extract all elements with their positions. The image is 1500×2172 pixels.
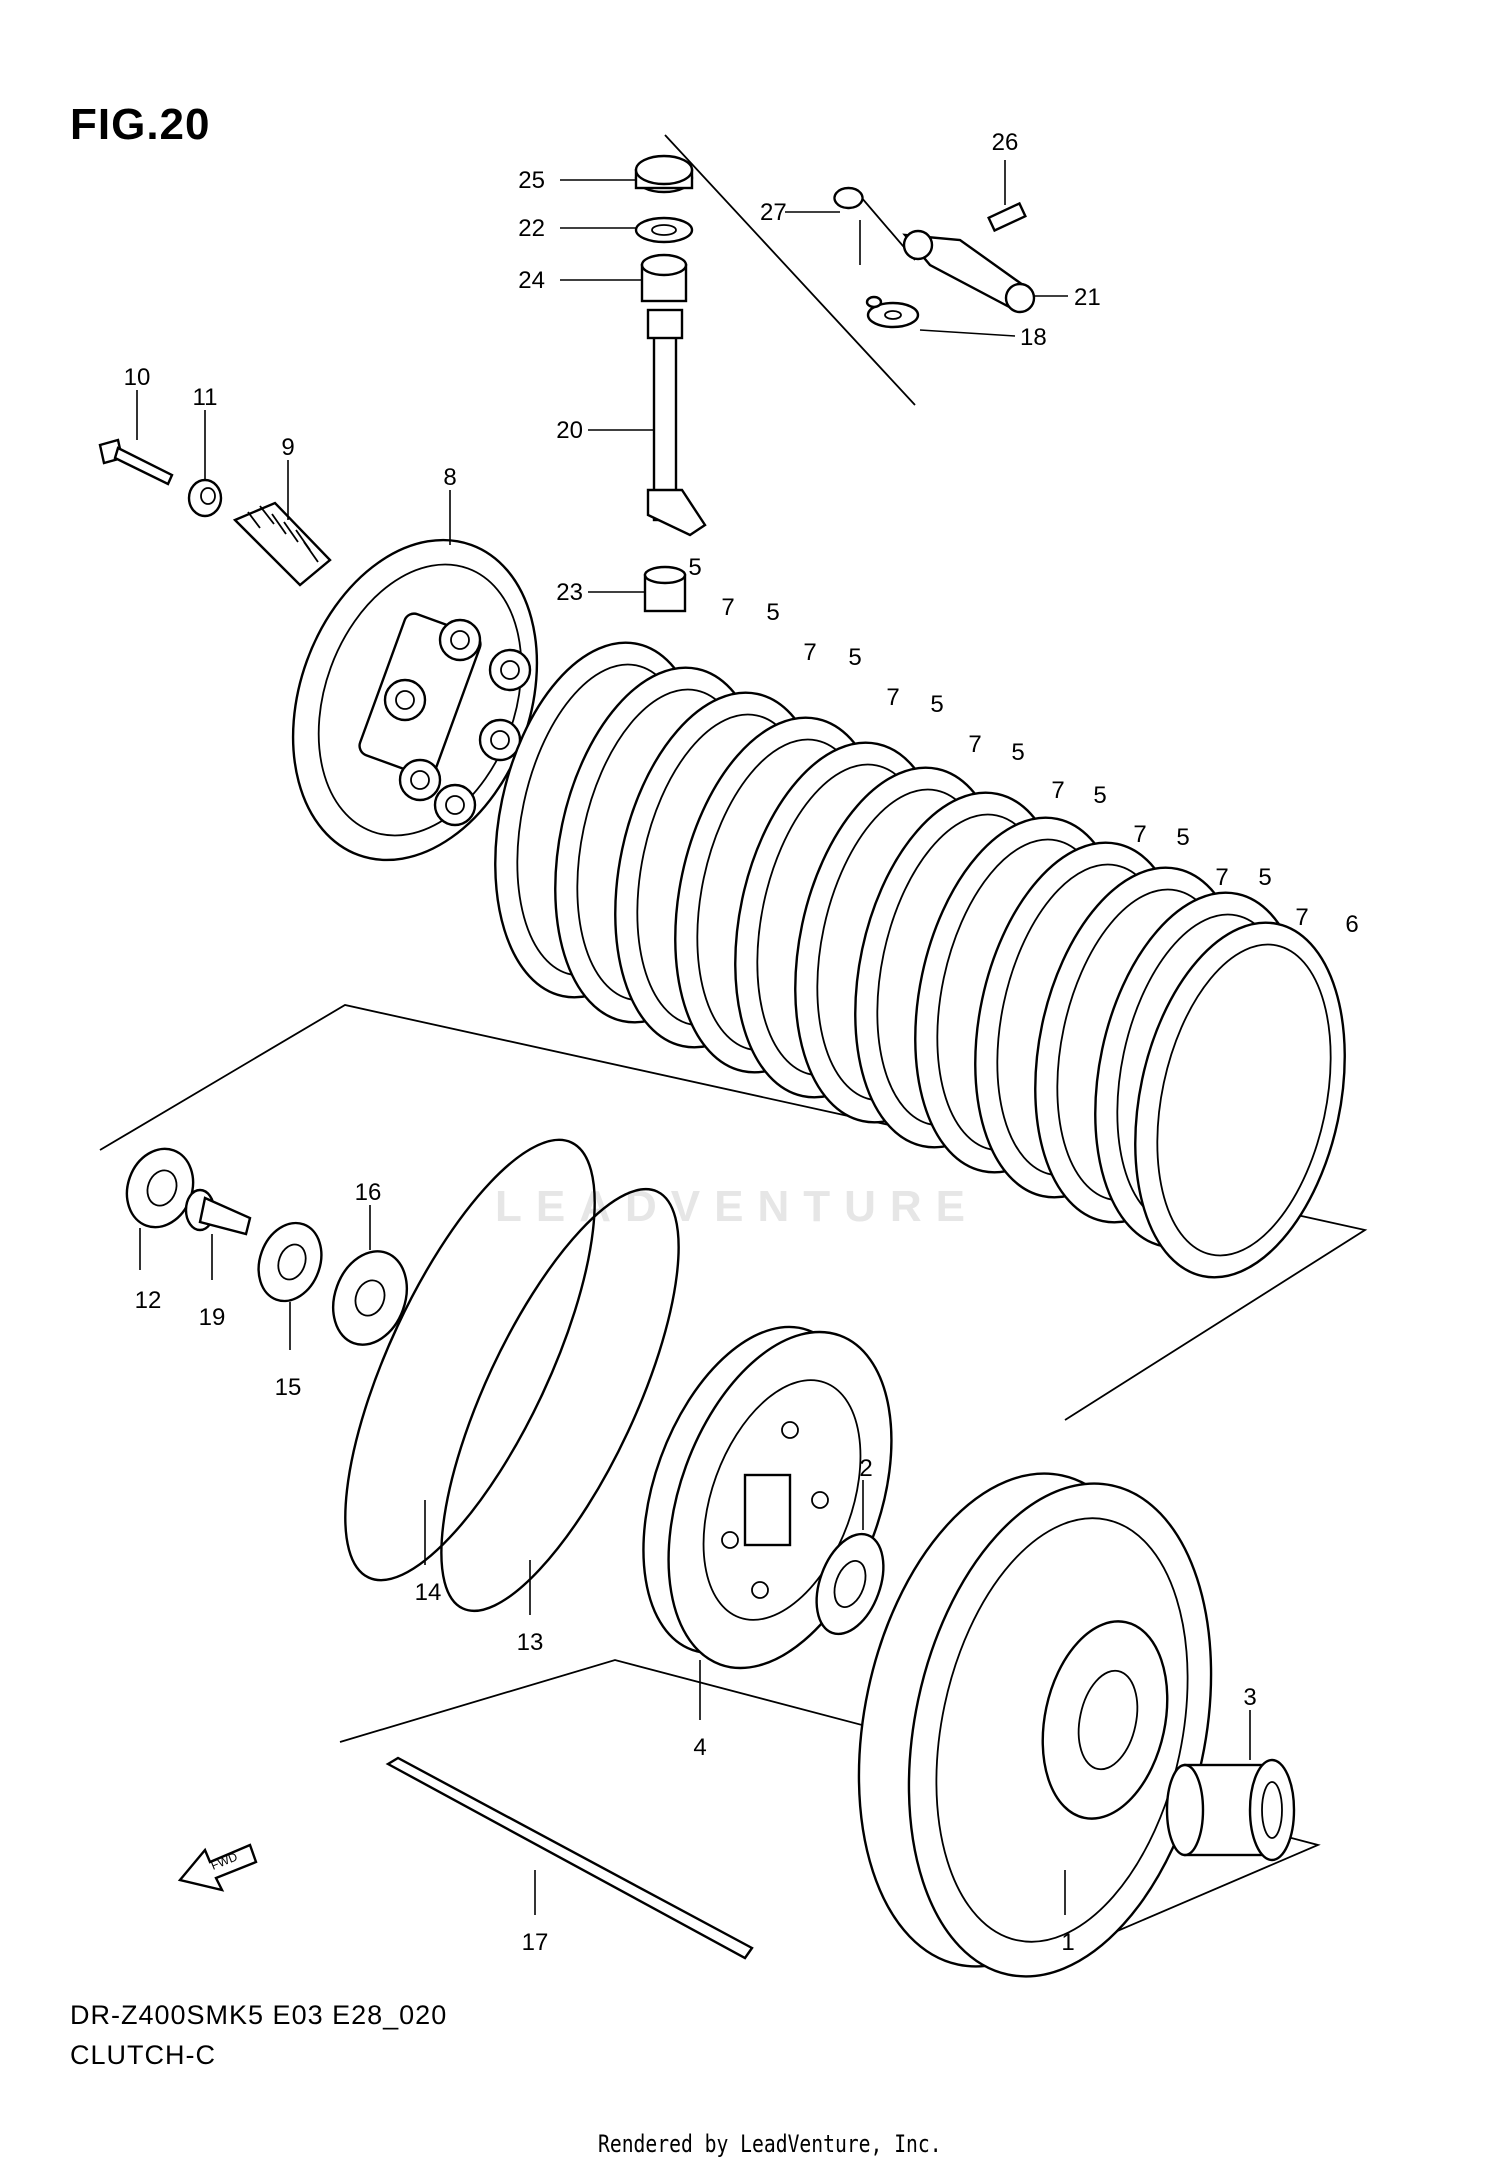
clutch-sleeve-hub: [642, 1325, 893, 1670]
callout-26: 26: [992, 129, 1019, 156]
callout-9: 9: [281, 434, 294, 461]
callout-7d: 7: [968, 731, 981, 758]
callout-5a: 5: [688, 554, 701, 581]
release-shaft-assembly: [634, 154, 707, 613]
callout-7h: 7: [1295, 904, 1308, 931]
callout-19: 19: [199, 1304, 226, 1331]
callout-7f: 7: [1133, 821, 1146, 848]
clutch-push-rod: [385, 1756, 754, 1960]
o-rings: [344, 1138, 680, 1613]
callout-leaders: [136, 160, 1251, 1915]
callout-2: 2: [859, 1455, 872, 1482]
callout-23: 23: [556, 579, 583, 606]
callout-21: 21: [1074, 284, 1101, 311]
footer-credit: Rendered by LeadVenture, Inc.: [598, 2130, 942, 2158]
callout-1: 1: [1061, 1929, 1074, 1956]
callout-13: 13: [517, 1629, 544, 1656]
watermark-text: LEADVENTURE: [495, 1182, 980, 1231]
figure-title: FIG.20: [70, 100, 211, 149]
callout-27: 27: [760, 199, 787, 226]
callout-8: 8: [443, 464, 456, 491]
model-code: DR-Z400SMK5 E03 E28_020: [70, 2000, 448, 2030]
callout-12: 12: [135, 1287, 162, 1314]
section-name: CLUTCH-C: [70, 2040, 216, 2070]
callout-5f: 5: [1093, 782, 1106, 809]
callout-22: 22: [518, 215, 545, 242]
callout-5d: 5: [930, 691, 943, 718]
callout-5b: 5: [766, 599, 779, 626]
callout-7c: 7: [886, 684, 899, 711]
callout-7a: 7: [721, 594, 734, 621]
thrust-washer: [815, 1532, 885, 1636]
release-arm-assembly: [833, 186, 1036, 329]
callout-labels: 25 22 24 20 23 26 27 21 18 10 11 9 8 5 7…: [124, 129, 1359, 1956]
clutch-plate-stack: [494, 641, 1346, 1279]
callout-7b: 7: [803, 639, 816, 666]
callout-25: 25: [518, 167, 545, 194]
callout-5e: 5: [1011, 739, 1024, 766]
callout-5g: 5: [1176, 824, 1189, 851]
callout-3: 3: [1243, 1684, 1256, 1711]
callout-10: 10: [124, 364, 151, 391]
primary-gear-spacer: [1165, 1758, 1296, 1862]
callout-18: 18: [1020, 324, 1047, 351]
clutch-spring-set: [98, 438, 332, 587]
callout-5c: 5: [848, 644, 861, 671]
callout-20: 20: [556, 417, 583, 444]
callout-15: 15: [275, 1374, 302, 1401]
pressure-plate: [291, 538, 539, 862]
callout-16: 16: [355, 1179, 382, 1206]
thrust-washer-hole: [833, 1560, 867, 1608]
callout-7e: 7: [1051, 777, 1064, 804]
primary-driven-gear: [857, 1472, 1213, 1978]
callout-5h: 5: [1258, 864, 1271, 891]
callout-4: 4: [693, 1734, 706, 1761]
callout-14: 14: [415, 1579, 442, 1606]
callout-11: 11: [193, 384, 218, 411]
callout-17: 17: [522, 1929, 549, 1956]
reference-plane-shaft: [664, 134, 916, 406]
callout-6: 6: [1345, 911, 1358, 938]
bearing-and-spacer-set: [125, 1147, 408, 1346]
fwd-arrow-icon: FWD: [177, 1843, 258, 1892]
callout-24: 24: [518, 267, 545, 294]
callout-7g: 7: [1215, 864, 1228, 891]
